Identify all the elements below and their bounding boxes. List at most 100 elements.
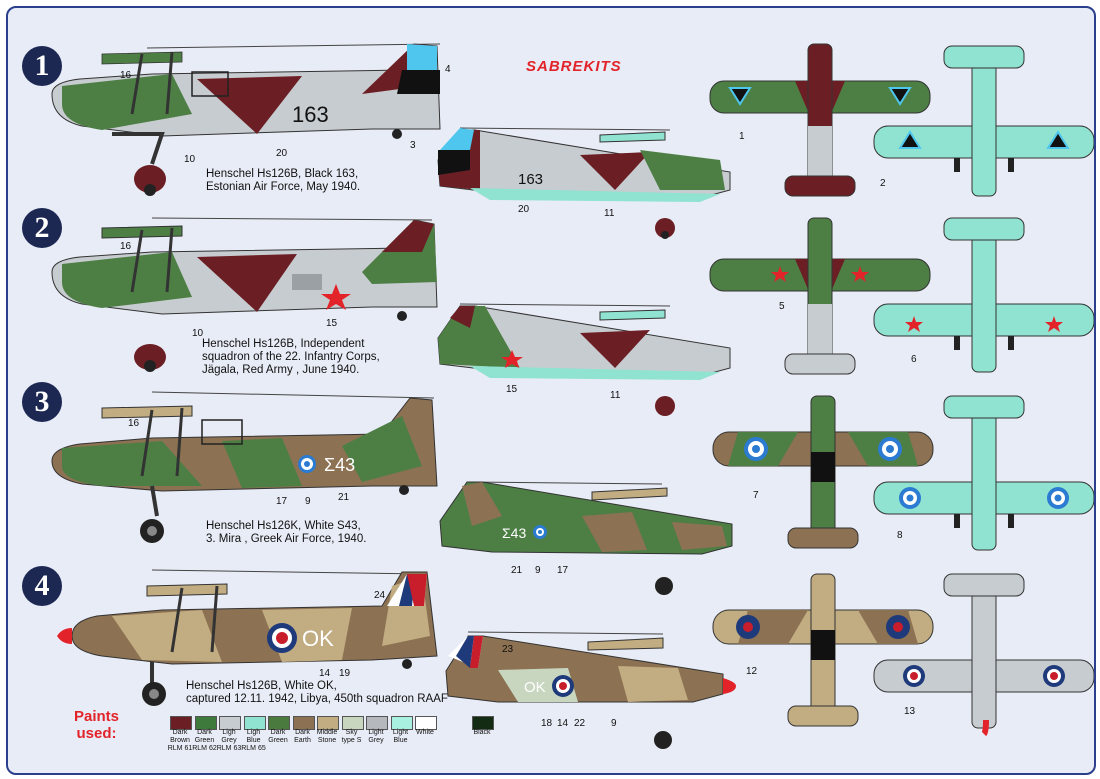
s2b-callout-15: 15 — [506, 384, 518, 395]
paint-swatch — [341, 716, 364, 730]
s4b-callout-23: 23 — [502, 644, 514, 655]
scheme4-bottom-view — [873, 573, 1094, 737]
s1-caption-line2: Estonian Air Force, May 1940. — [206, 181, 361, 193]
scheme3-side-view-starboard: Σ43 — [439, 481, 733, 595]
scheme2-top-view — [709, 217, 931, 375]
s2-caption-line1: Henschel Hs126B, Independent — [202, 338, 365, 350]
s3b-callout-9: 9 — [535, 565, 541, 576]
paint-swatch — [292, 716, 315, 730]
s3-plan-callout-8: 8 — [897, 530, 903, 541]
s3-caption-line1: Henschel Hs126K, White S43, — [206, 520, 361, 532]
s1-callout-10: 10 — [184, 154, 196, 165]
s4-plan-callout-12: 12 — [746, 666, 758, 677]
paints-title-line1: Paints — [74, 708, 120, 725]
scheme1-bottom-view — [873, 45, 1094, 197]
s1-plan-callout-2: 2 — [880, 178, 886, 189]
brand-logo: SABREKITS — [526, 58, 622, 75]
s3b-fuselage-code: Σ43 — [502, 525, 526, 541]
paint-swatch — [390, 716, 413, 730]
paint-label: Black — [473, 729, 491, 736]
s3-caption-line2: 3. Mira , Greek Air Force, 1940. — [206, 533, 367, 545]
s1-caption: Henschel Hs126B, Black 163, Estonian Air… — [206, 168, 360, 194]
paint-swatch — [194, 716, 217, 730]
s4-caption-line1: Henschel Hs126B, White OK, — [186, 680, 337, 692]
scheme2-side-view — [51, 217, 438, 372]
s3-plan-callout-7: 7 — [753, 490, 759, 501]
s3b-callout-21: 21 — [511, 565, 523, 576]
paint-swatch — [268, 716, 290, 730]
s1-plan-callout-1: 1 — [739, 131, 745, 142]
s4-callout-24: 24 — [374, 590, 386, 601]
scheme4-top-view — [712, 573, 934, 727]
s2-caption: Henschel Hs126B, Independent squadron of… — [202, 338, 380, 377]
paint-swatch — [317, 716, 339, 730]
paint-swatch — [219, 716, 241, 730]
s1-callout-4: 4 — [445, 64, 451, 75]
scheme3-side-view: Σ43 — [51, 391, 438, 543]
scheme1-top-view — [709, 43, 931, 197]
paints-title-line2: used: — [76, 725, 117, 742]
scheme2-bottom-view — [873, 217, 1094, 373]
s2-callout-10: 10 — [192, 328, 204, 339]
s4b-fuselage-code: OK — [524, 679, 546, 696]
s1-fuselage-code: 163 — [292, 102, 329, 127]
paint-swatch — [170, 716, 192, 730]
s1-callout-16: 16 — [120, 70, 132, 81]
paint-swatch — [366, 716, 388, 730]
scheme3-top-view — [712, 395, 934, 549]
scheme4-side-view: OK — [57, 569, 438, 706]
s4b-callout-22: 22 — [574, 718, 586, 729]
scheme-number-1: 1 — [22, 46, 62, 86]
s4-fuselage-code: OK — [302, 626, 334, 651]
s3-fuselage-code: Σ43 — [324, 455, 355, 475]
s1b-callout-20: 20 — [518, 204, 530, 215]
paint-swatch — [243, 716, 266, 730]
s4b-callout-18: 18 — [541, 718, 553, 729]
scheme-number-3: 3 — [22, 382, 62, 422]
scheme2-side-view-starboard — [437, 303, 731, 416]
s1b-fuselage-code: 163 — [518, 171, 543, 188]
s1b-callout-3: 3 — [410, 140, 416, 151]
s2-callout-15: 15 — [326, 318, 338, 329]
s3b-callout-17: 17 — [557, 565, 569, 576]
scheme1-side-view: 16 3 — [51, 43, 441, 196]
s3-callout-17: 17 — [276, 496, 288, 507]
s3-callout-16: 16 — [128, 418, 140, 429]
scheme-number-4: 4 — [22, 566, 62, 606]
s1-caption-line1: Henschel Hs126B, Black 163, — [206, 168, 359, 180]
s3-callout-21: 21 — [338, 492, 350, 503]
s1b-callout-11: 11 — [604, 208, 615, 219]
scheme1-side-view-starboard: 163 — [437, 127, 731, 239]
s4b-callout-9: 9 — [611, 718, 617, 729]
paint-swatch — [415, 716, 437, 730]
s4-callout-19: 19 — [339, 668, 351, 679]
s2-plan-callout-6: 6 — [911, 354, 917, 365]
paints-title: Paints used: — [74, 708, 119, 742]
s4-caption-line2: captured 12.11. 1942, Libya, 450th squad… — [186, 693, 448, 705]
s4b-callout-14: 14 — [557, 718, 569, 729]
paint-label: White — [416, 729, 434, 736]
s4-plan-callout-13: 13 — [904, 706, 916, 717]
scheme4-side-view-starboard: OK — [445, 631, 736, 749]
s1-callout-20: 20 — [276, 148, 288, 159]
decal-sheet: SABREKITS 1 2 3 4 163 16 4 10 20 Hensche… — [6, 6, 1096, 775]
s2-caption-line3: Jägala, Red Army , June 1940. — [202, 364, 360, 376]
scheme3-bottom-view — [873, 395, 1094, 551]
paint-swatch — [472, 716, 494, 730]
s2-plan-callout-5: 5 — [779, 301, 785, 312]
s3-callout-9: 9 — [305, 496, 311, 507]
s2b-callout-11: 11 — [610, 390, 621, 401]
s3-caption: Henschel Hs126K, White S43, 3. Mira , Gr… — [206, 520, 366, 546]
scheme-number-2: 2 — [22, 208, 62, 248]
s4-caption: Henschel Hs126B, White OK, captured 12.1… — [186, 680, 448, 706]
